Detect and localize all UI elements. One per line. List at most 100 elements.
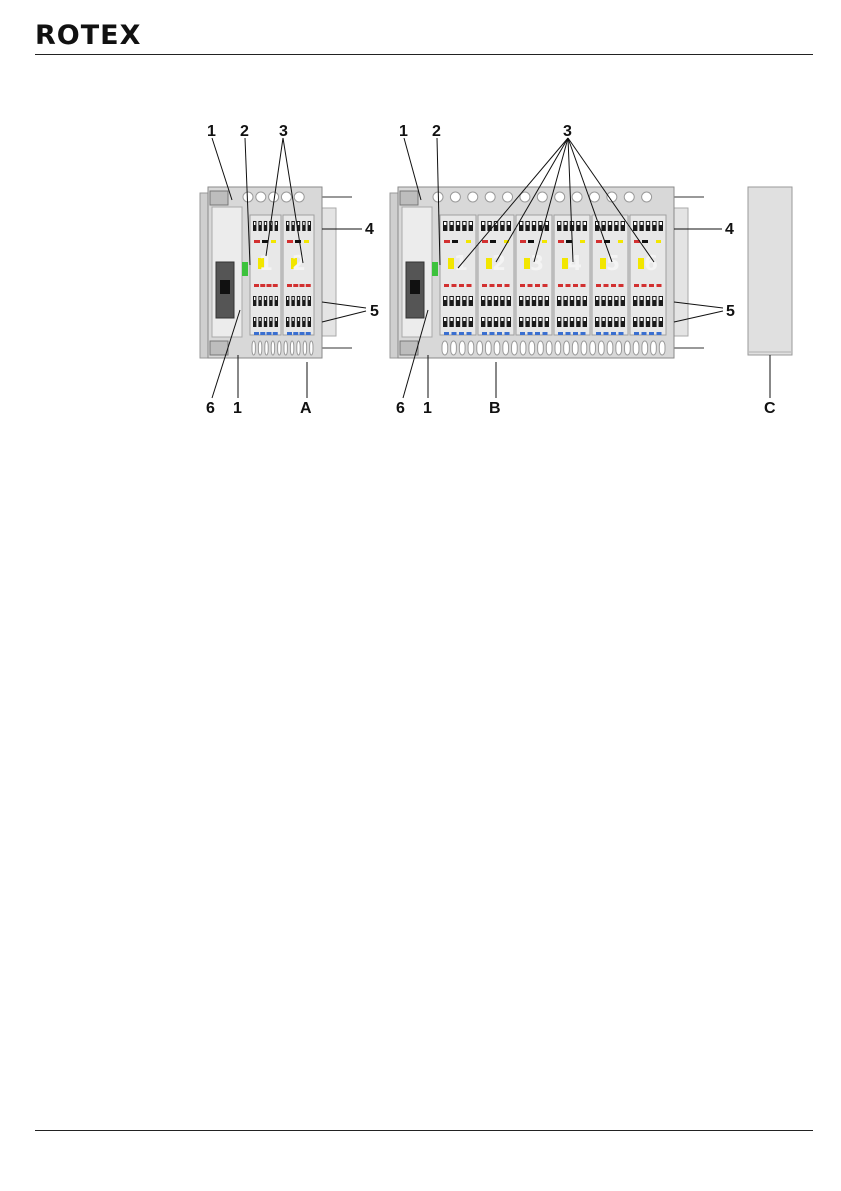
unit-b-terminal-top-slot	[526, 222, 528, 225]
unit-b-terminal-low-slot	[533, 318, 535, 321]
unit-b-terminal-top-slot	[501, 222, 503, 225]
unit-b-small-led	[466, 240, 471, 243]
unit-a-terminal-mid-slot	[298, 297, 299, 300]
unit-b-left-rail	[390, 193, 398, 358]
unit-b-blue-dot	[452, 332, 457, 335]
unit-b-module-number: 3	[530, 251, 544, 275]
unit-b-red-dot	[573, 284, 578, 287]
unit-b-cable-opening	[642, 341, 648, 355]
footer-rule	[35, 1130, 813, 1131]
unit-b-terminal-low-slot	[615, 318, 617, 321]
unit-b-terminal-low-slot	[647, 318, 649, 321]
unit-a-right-bracket	[322, 208, 336, 336]
unit-b-red-marker	[596, 240, 602, 243]
callout-5-b: 5	[726, 303, 735, 320]
unit-a-cable-opening	[290, 341, 293, 355]
unit-b-top-notch	[555, 192, 565, 202]
callout-4-b: 4	[725, 221, 734, 238]
unit-a-terminal-top-slot	[254, 222, 255, 225]
unit-b-small-led	[656, 240, 661, 243]
unit-b-terminal-low-slot	[577, 318, 579, 321]
unit-b-terminal-top-slot	[463, 222, 465, 225]
unit-b-red-dot	[611, 284, 616, 287]
unit-b-terminal-mid-slot	[495, 297, 497, 300]
unit-b-red-dot	[634, 284, 639, 287]
unit-b-module-number: 4	[568, 251, 582, 275]
unit-b-cable-opening	[512, 341, 518, 355]
unit-b-black-marker	[642, 240, 648, 243]
unit-b-cable-opening	[616, 341, 622, 355]
unit-b-terminal-mid-slot	[564, 297, 566, 300]
unit-b-blue-dot	[535, 332, 540, 335]
unit-b-black-marker	[452, 240, 458, 243]
unit-b-terminal-low-slot	[457, 318, 459, 321]
unit-b-terminal-top-slot	[488, 222, 490, 225]
unit-b-blue-dot	[611, 332, 616, 335]
unit-a-blue-dot	[273, 332, 278, 335]
unit-b-red-dot	[497, 284, 502, 287]
unit-b-terminal-low-slot	[609, 318, 611, 321]
unit-b-terminal-low-slot	[558, 318, 560, 321]
unit-b-red-dot	[596, 284, 601, 287]
label-a: A	[300, 400, 312, 417]
unit-b-top-notch	[572, 192, 582, 202]
unit-b-red-dot	[566, 284, 571, 287]
unit-b-terminal-top-slot	[602, 222, 604, 225]
unit-a-cable-opening	[303, 341, 306, 355]
unit-b-red-dot	[642, 284, 647, 287]
unit-a-red-dot	[254, 284, 259, 287]
unit-b-terminal-mid-slot	[482, 297, 484, 300]
unit-a-cable-opening	[271, 341, 274, 355]
unit-b-terminal-low-slot	[508, 318, 510, 321]
unit-b-terminal-mid-slot	[596, 297, 598, 300]
unit-b-terminal-mid-slot	[539, 297, 541, 300]
unit-b-top-notch	[485, 192, 495, 202]
unit-b-terminal-low-slot	[596, 318, 598, 321]
unit-b-terminal-low-slot	[520, 318, 522, 321]
unit-b-cable-opening	[485, 341, 491, 355]
unit-b-terminal-top-slot	[444, 222, 446, 225]
unit-b-terminal-top-slot	[622, 222, 624, 225]
unit-b-blue-dot	[634, 332, 639, 335]
unit-b-blue-dot	[619, 332, 624, 335]
unit-a-terminal-low-slot	[265, 318, 266, 321]
unit-a-red-dot	[306, 284, 311, 287]
unit-b-red-dot	[482, 284, 487, 287]
unit-b-blue-dot	[543, 332, 548, 335]
unit-b-terminal-top-slot	[584, 222, 586, 225]
unit-a-blue-dot	[293, 332, 298, 335]
unit-b-blue-dot	[581, 332, 586, 335]
unit-b-blue-dot	[657, 332, 662, 335]
unit-b-red-dot	[604, 284, 609, 287]
unit-b-terminal-mid-slot	[546, 297, 548, 300]
unit-b-blue-dot	[573, 332, 578, 335]
unit-a-terminal-mid-slot	[309, 297, 310, 300]
unit-b-fuse	[410, 280, 420, 294]
unit-b-terminal-mid-slot	[622, 297, 624, 300]
unit-b-terminal-mid-slot	[640, 297, 642, 300]
unit-b-red-marker	[482, 240, 488, 243]
unit-a-terminal-mid-slot	[254, 297, 255, 300]
unit-a-red-dot	[300, 284, 305, 287]
unit-b-terminal-low-slot	[546, 318, 548, 321]
unit-b-blue-dot	[558, 332, 563, 335]
unit-a-black-marker	[262, 240, 268, 243]
unit-a-blue-dot	[260, 332, 265, 335]
cover-c	[748, 187, 792, 355]
unit-a-red-dot	[293, 284, 298, 287]
unit-a-latch-top	[210, 191, 228, 205]
unit-a-terminal-top-slot	[298, 222, 299, 225]
unit-b-terminal-low-slot	[526, 318, 528, 321]
unit-a-terminal-mid-slot	[270, 297, 271, 300]
callout-2-b: 2	[432, 123, 441, 140]
callout-2-a: 2	[240, 123, 249, 140]
unit-b-cable-opening	[459, 341, 465, 355]
unit-b-terminal-top-slot	[653, 222, 655, 225]
unit-b-cable-opening	[625, 341, 631, 355]
unit-b-cable-opening	[555, 341, 561, 355]
unit-b-module-number: 2	[492, 251, 506, 275]
unit-b-terminal-top-slot	[647, 222, 649, 225]
unit-b-terminal-mid-slot	[457, 297, 459, 300]
unit-a-top-notch	[281, 192, 291, 202]
unit-b-small-led	[542, 240, 547, 243]
